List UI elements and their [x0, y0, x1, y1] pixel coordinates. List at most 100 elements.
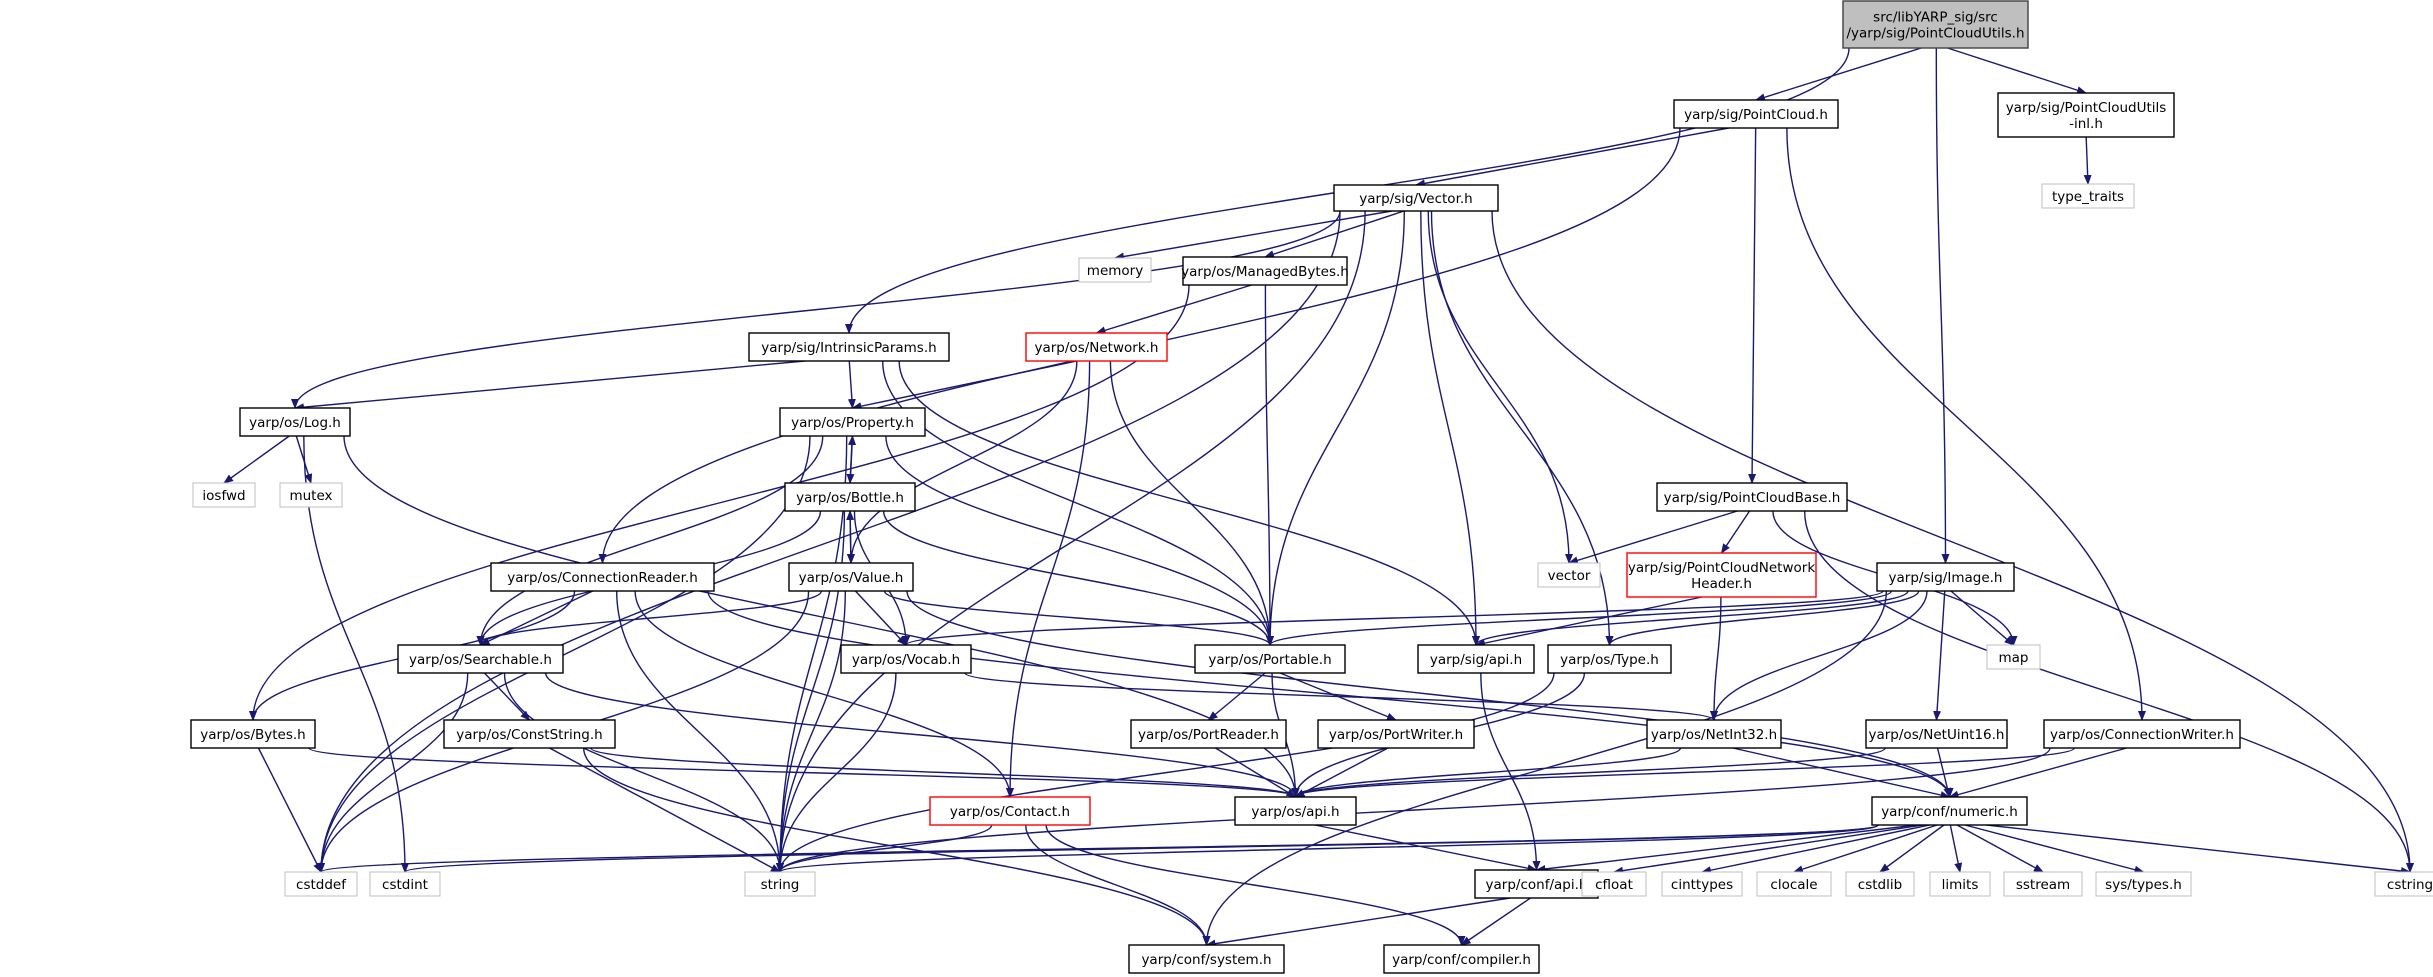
edge-intrinsic-to-sigapi [898, 360, 1480, 646]
node-managedbytes[interactable]: yarp/os/ManagedBytes.h [1181, 256, 1349, 286]
node-vector_h[interactable]: yarp/sig/Vector.h [1333, 184, 1499, 212]
node-label: sys/types.h [2105, 877, 2182, 893]
edge-pcbase-to-cstring [1803, 510, 2414, 873]
edge-image-to-netint32 [1710, 590, 1928, 721]
node-connreader[interactable]: yarp/os/ConnectionReader.h [490, 562, 715, 592]
node-box [1656, 482, 1848, 512]
node-box [1986, 644, 2041, 670]
edge-numeric-to-cstddef [317, 824, 1879, 873]
node-intrinsic[interactable]: yarp/sig/IntrinsicParams.h [748, 332, 950, 362]
edge-numeric-to-limits [1949, 824, 1963, 873]
node-root[interactable]: src/libYARP_sig/src/yarp/sig/PointCloudU… [1842, 0, 2029, 49]
node-searchable[interactable]: yarp/os/Searchable.h [397, 644, 564, 674]
edge-network-to-contact [1006, 360, 1091, 798]
node-cinttypes: cinttypes [1661, 871, 1743, 897]
edge-conststring-to-osapi [590, 747, 1300, 798]
edge-pcbase-to-vector_std [1568, 510, 1738, 565]
node-netint32[interactable]: yarp/os/NetInt32.h [1646, 719, 1782, 749]
node-label: yarp/os/ConstString.h [456, 727, 602, 743]
edge-searchable-to-cstddef [317, 672, 469, 873]
node-label: yarp/os/ConnectionWriter.h [2050, 727, 2234, 743]
node-image[interactable]: yarp/sig/Image.h [1876, 562, 2015, 592]
node-box [1333, 184, 1499, 212]
node-box [1317, 719, 1475, 749]
edge-connreader-to-searchable [479, 590, 594, 646]
node-cstdlib: cstdlib [1845, 871, 1915, 897]
node-box [744, 871, 816, 897]
node-box [1194, 644, 1346, 674]
node-label: vector [1548, 568, 1591, 584]
node-portreader[interactable]: yarp/os/PortReader.h [1130, 719, 1287, 749]
node-box [1581, 871, 1647, 897]
node-label: map [1999, 650, 2029, 666]
node-type_traits: type_traits [2041, 183, 2135, 209]
node-bottle[interactable]: yarp/os/Bottle.h [784, 482, 916, 512]
node-box [1842, 0, 2029, 49]
node-pointcloud[interactable]: yarp/sig/PointCloud.h [1673, 99, 1839, 129]
node-compiler[interactable]: yarp/conf/compiler.h [1383, 944, 1540, 974]
node-box [779, 407, 926, 437]
edge-property-to-cstddef [317, 435, 811, 873]
node-confapi[interactable]: yarp/conf/api.h [1474, 869, 1599, 899]
node-network[interactable]: yarp/os/Network.h [1025, 332, 1168, 362]
node-osapi[interactable]: yarp/os/api.h [1234, 796, 1357, 826]
edge-searchable-to-conststring [483, 672, 531, 721]
node-label: cinttypes [1671, 877, 1733, 893]
node-box [1646, 719, 1782, 749]
node-system[interactable]: yarp/conf/system.h [1128, 944, 1285, 974]
node-numeric[interactable]: yarp/conf/numeric.h [1871, 796, 2028, 826]
node-vocab[interactable]: yarp/os/Vocab.h [840, 644, 972, 674]
node-pcutilsinl[interactable]: yarp/sig/PointCloudUtils-inl.h [1997, 92, 2175, 138]
node-bytes[interactable]: yarp/os/Bytes.h [190, 719, 316, 749]
edge-numeric-to-sstream [1956, 824, 2044, 873]
edge-property-to-searchable [476, 435, 824, 646]
node-box [1383, 944, 1540, 974]
edge-bytes-to-osapi [308, 747, 1300, 798]
node-memory: memory [1078, 257, 1152, 283]
edge-pointcloud-to-connwriter [1786, 127, 2146, 721]
edge-log-to-iosfwd [223, 435, 290, 484]
edge-portreader-to-osapi [1215, 747, 1297, 798]
node-cfloat: cfloat [1581, 871, 1647, 897]
edge-pcbase-to-pcnetheader [1720, 510, 1751, 554]
node-label: yarp/os/PortReader.h [1138, 727, 1279, 743]
edge-value-to-bottle [846, 510, 855, 564]
node-log[interactable]: yarp/os/Log.h [239, 407, 351, 437]
node-label: yarp/os/Searchable.h [409, 652, 552, 668]
node-label: yarp/os/Bottle.h [796, 490, 904, 506]
node-label: yarp/conf/numeric.h [1881, 804, 2018, 820]
node-type[interactable]: yarp/os/Type.h [1547, 644, 1672, 674]
edge-numeric-to-cinttypes [1701, 824, 1930, 875]
edge-numeric-to-systypes [1964, 824, 2145, 874]
node-label: mutex [289, 488, 332, 504]
node-netuint16[interactable]: yarp/os/NetUint16.h [1865, 719, 2008, 749]
node-label: yarp/sig/IntrinsicParams.h [761, 340, 936, 356]
node-limits: limits [1929, 871, 1991, 897]
edge-contact-to-compiler [1045, 824, 1466, 946]
node-pcbase[interactable]: yarp/sig/PointCloudBase.h [1656, 482, 1848, 512]
node-connwriter[interactable]: yarp/os/ConnectionWriter.h [2043, 719, 2241, 749]
node-cstddef: cstddef [284, 871, 358, 897]
node-label: -inl.h [2069, 116, 2103, 132]
node-label: yarp/os/NetInt32.h [1651, 727, 1777, 743]
edge-network-to-portable [1109, 360, 1274, 646]
node-property[interactable]: yarp/os/Property.h [779, 407, 926, 437]
node-contact[interactable]: yarp/os/Contact.h [929, 796, 1091, 826]
node-label: memory [1087, 263, 1143, 279]
edge-property-to-portable [885, 435, 1274, 646]
edge-netuint16-to-numeric [1936, 747, 1952, 798]
node-value[interactable]: yarp/os/Value.h [788, 562, 914, 592]
node-label: yarp/conf/api.h [1486, 877, 1588, 893]
node-portable[interactable]: yarp/os/Portable.h [1194, 644, 1346, 674]
node-portwriter[interactable]: yarp/os/PortWriter.h [1317, 719, 1475, 749]
node-sigapi[interactable]: yarp/sig/api.h [1417, 644, 1535, 674]
node-vector_std: vector [1537, 562, 1601, 588]
node-box [1182, 256, 1348, 286]
node-label: cstdint [382, 877, 428, 893]
edge-vocab-to-string [776, 672, 897, 873]
node-conststring[interactable]: yarp/os/ConstString.h [443, 719, 616, 749]
node-box [1128, 944, 1285, 974]
node-box [748, 332, 950, 362]
